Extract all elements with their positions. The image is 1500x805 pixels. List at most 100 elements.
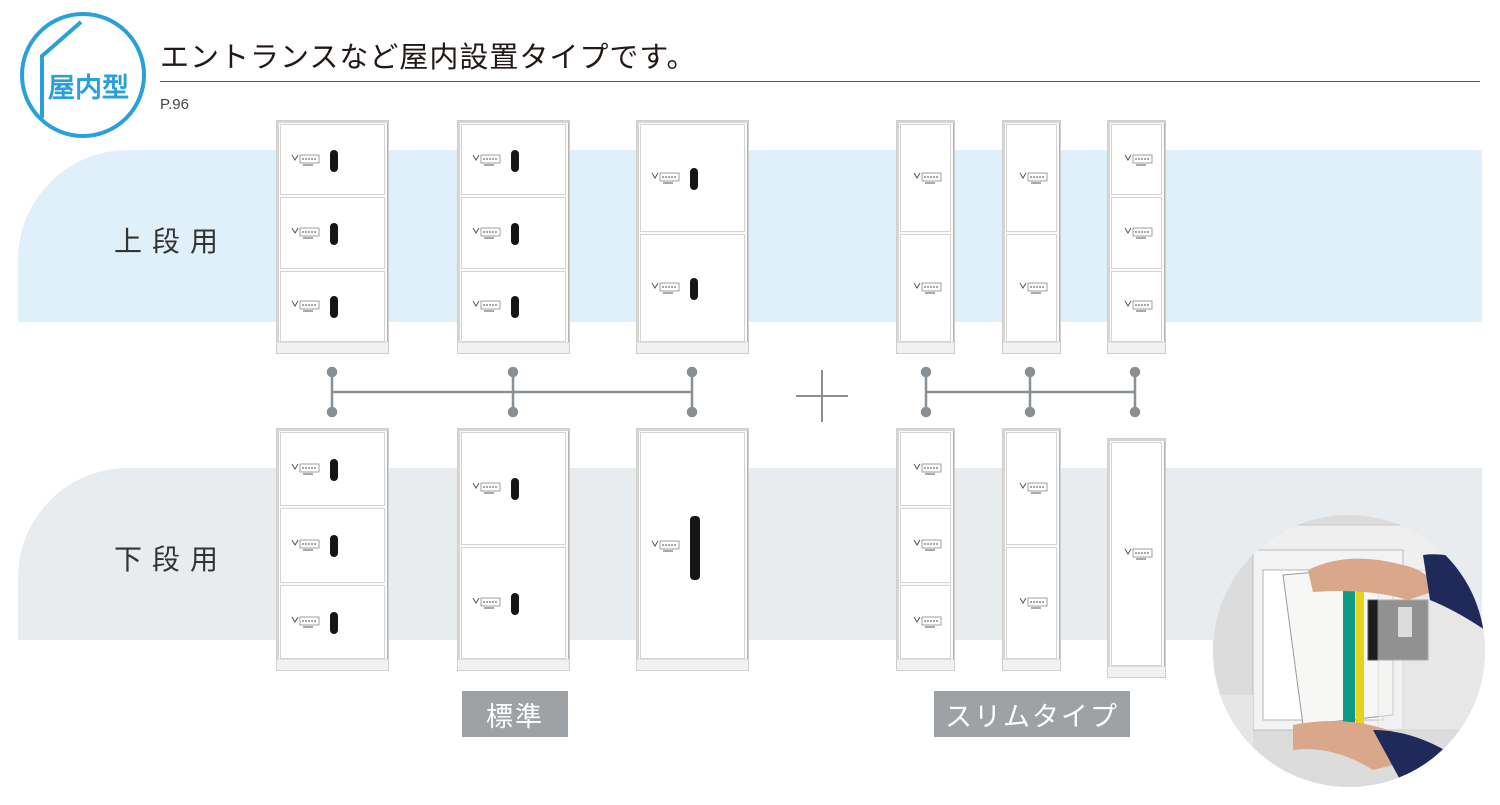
keypad-icon (1124, 300, 1152, 313)
locker-door (900, 584, 951, 659)
keypad-icon (472, 154, 501, 166)
keypad-icon (651, 540, 680, 552)
standard-type-label: 標準 (462, 691, 568, 737)
locker-door (461, 546, 566, 659)
door-handle-icon (510, 222, 519, 245)
keypad-icon (291, 616, 320, 628)
door-handle-icon (689, 278, 698, 300)
locker-door (900, 432, 951, 507)
locker-base (277, 342, 388, 353)
lower-row-label: 下段用 (114, 543, 229, 576)
keypad-icon (1124, 227, 1152, 239)
slim-type-label: スリムタイプ (934, 691, 1130, 737)
locker-door (900, 508, 951, 583)
upper-row-band: 上段用 (18, 150, 1482, 322)
keypad-icon (1019, 282, 1047, 294)
locker-door (900, 234, 951, 342)
door-handle-icon (689, 168, 698, 190)
keypad-icon (291, 300, 320, 313)
locker-standard-lower-2door (457, 428, 570, 671)
door-handle-icon (510, 592, 519, 615)
locker-door (461, 197, 566, 269)
locker-base (1003, 342, 1060, 353)
locker-door (280, 584, 385, 659)
keypad-icon (651, 282, 680, 294)
locker-standard-lower-3door (276, 428, 389, 671)
locker-door (280, 432, 385, 507)
locker-base (458, 659, 569, 670)
door-handle-icon (329, 459, 338, 482)
keypad-icon (913, 463, 941, 476)
hand-pulling-box-illustration (1213, 515, 1485, 787)
door-handle-icon (329, 611, 338, 634)
keypad-icon (1019, 172, 1047, 184)
locker-base (1003, 659, 1060, 670)
locker-base (897, 342, 954, 353)
locker-base (1108, 342, 1165, 353)
indoor-type-badge: 屋内型 (18, 10, 148, 140)
locker-door (280, 270, 385, 342)
locker-door (1111, 442, 1162, 666)
locker-base (1108, 666, 1165, 677)
locker-door (1006, 546, 1057, 659)
locker-standard-lower-1door (636, 428, 749, 671)
door-handle-icon (689, 515, 700, 580)
locker-standard-upper-3door-b (457, 120, 570, 354)
locker-door (461, 432, 566, 545)
keypad-icon (291, 154, 320, 166)
door-handle-icon (329, 535, 338, 558)
locker-base (897, 659, 954, 670)
locker-door (1111, 270, 1162, 342)
locker-door (1111, 197, 1162, 269)
house-outline-icon (20, 12, 146, 138)
locker-door (461, 270, 566, 342)
keypad-icon (1124, 154, 1152, 166)
page-reference[interactable]: P.96 (160, 96, 189, 113)
locker-base (458, 342, 569, 353)
keypad-icon (913, 616, 941, 628)
locker-slim-lower-3door (896, 428, 955, 671)
locker-door (280, 197, 385, 269)
locker-door (280, 508, 385, 583)
header-divider (160, 81, 1480, 82)
page-headline: エントランスなど屋内設置タイプです。 (160, 40, 697, 74)
door-handle-icon (329, 149, 338, 172)
keypad-icon (1019, 597, 1047, 609)
usage-photo (1213, 515, 1485, 787)
keypad-icon (291, 463, 320, 476)
keypad-icon (472, 482, 501, 495)
keypad-icon (472, 597, 501, 609)
locker-door (1006, 432, 1057, 545)
locker-door (640, 124, 745, 232)
plus-icon (796, 370, 848, 422)
locker-door (1111, 124, 1162, 196)
locker-base (637, 342, 748, 353)
badge-label: 屋内型 (48, 73, 129, 104)
locker-door (1006, 124, 1057, 232)
keypad-icon (472, 300, 501, 313)
locker-door (1006, 234, 1057, 342)
locker-door (280, 124, 385, 196)
keypad-icon (291, 227, 320, 239)
locker-slim-upper-2door-b (1002, 120, 1061, 354)
keypad-icon (913, 540, 941, 552)
door-handle-icon (329, 296, 338, 319)
upper-row-label: 上段用 (114, 225, 229, 258)
door-handle-icon (510, 478, 519, 501)
keypad-icon (1124, 548, 1152, 560)
keypad-icon (913, 282, 941, 294)
locker-standard-upper-3door (276, 120, 389, 354)
keypad-icon (1019, 482, 1047, 495)
locker-door (900, 124, 951, 232)
locker-door (640, 432, 745, 659)
locker-base (277, 659, 388, 670)
keypad-icon (651, 172, 680, 184)
locker-standard-upper-2door (636, 120, 749, 354)
locker-door (640, 234, 745, 342)
locker-door (461, 124, 566, 196)
keypad-icon (913, 172, 941, 184)
door-handle-icon (510, 149, 519, 172)
locker-base (637, 659, 748, 670)
locker-slim-lower-2door (1002, 428, 1061, 671)
locker-slim-upper-3door (1107, 120, 1166, 354)
